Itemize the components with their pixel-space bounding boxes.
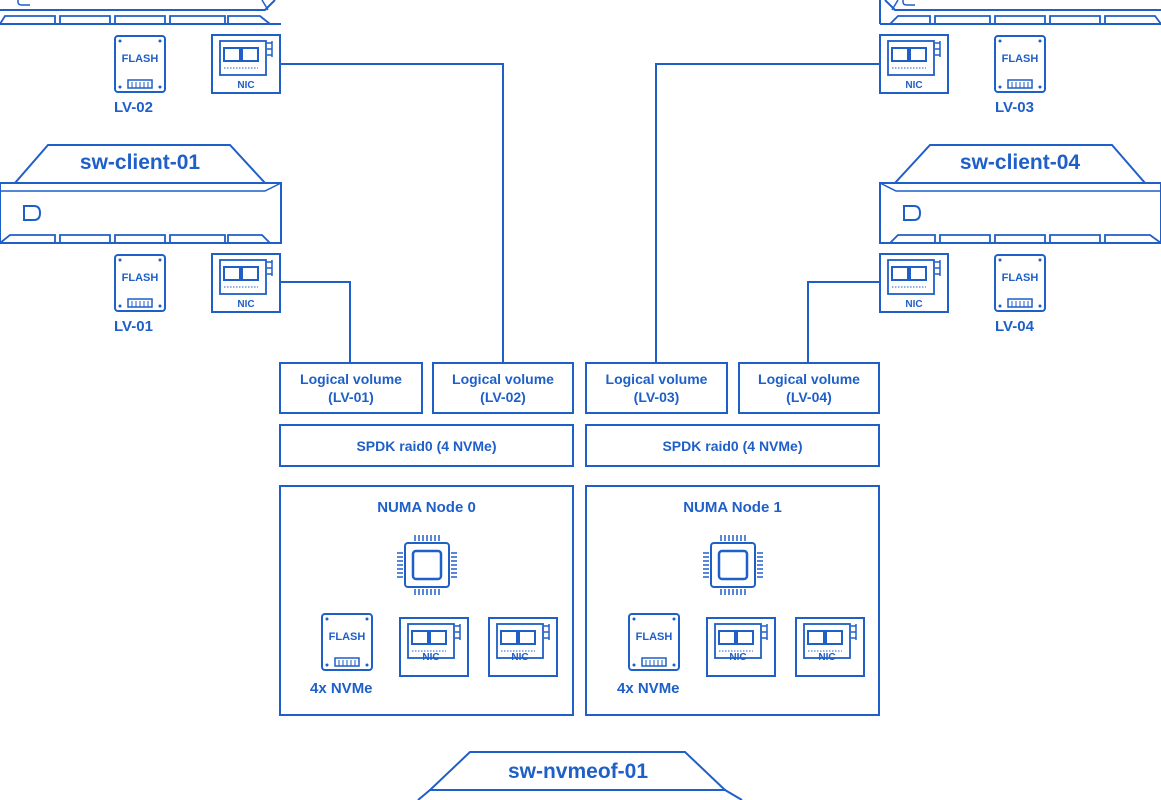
server-title-client-04: sw-client-04 xyxy=(959,151,1081,174)
client-volume-label: LV-02 xyxy=(114,99,153,116)
nic-icon xyxy=(488,617,558,677)
server-client-02-chassis xyxy=(0,0,281,25)
raid-box: SPDK raid0 (4 NVMe) xyxy=(279,424,574,467)
flash-icon-text: FLASH xyxy=(1002,272,1039,284)
logical-volume-id: (LV-02) xyxy=(480,389,526,405)
logical-volume-title: Logical volume xyxy=(605,371,708,387)
numa-node-title: NUMA Node 1 xyxy=(683,499,782,516)
logical-volume-id: (LV-04) xyxy=(786,389,832,405)
server-client-04-chassis xyxy=(879,144,1161,244)
server-client-03-chassis xyxy=(879,0,1161,25)
cpu-icon xyxy=(395,533,459,597)
logical-volume-id: (LV-03) xyxy=(633,389,680,405)
nic-icon xyxy=(399,617,469,677)
nic-icon-text: NIC xyxy=(237,80,254,91)
connector-lines xyxy=(280,63,880,362)
nic-icon-text: NIC xyxy=(905,80,922,91)
nic-icon-text: NIC xyxy=(511,652,528,663)
client-volume-label: LV-01 xyxy=(114,318,153,335)
server-nvmeof-01-chassis xyxy=(417,751,743,800)
flash-icon-text: FLASH xyxy=(122,53,159,65)
nic-icon-text: NIC xyxy=(422,652,439,663)
raid-box: SPDK raid0 (4 NVMe) xyxy=(585,424,880,467)
nic-icon-text: NIC xyxy=(905,299,922,310)
client-volume-label: LV-04 xyxy=(995,318,1034,335)
numa-node-title: NUMA Node 0 xyxy=(377,499,476,516)
nic-icon-text: NIC xyxy=(237,299,254,310)
flash-icon-text: FLASH xyxy=(636,631,673,643)
logical-volume-box: Logical volume (LV-01) xyxy=(279,362,423,414)
server-title-client-01: sw-client-01 xyxy=(79,151,201,174)
logical-volume-title: Logical volume xyxy=(452,371,554,387)
nic-icon-text: NIC xyxy=(729,652,746,663)
flash-icon-text: FLASH xyxy=(122,272,159,284)
server-title-nvmeof-01: sw-nvmeof-01 xyxy=(507,760,649,783)
logical-volume-title: Logical volume xyxy=(300,371,402,387)
nic-icon xyxy=(706,617,776,677)
numa-node-0: NUMA Node 0 xyxy=(279,485,574,716)
nvme-count-label: 4x NVMe xyxy=(617,680,680,697)
logical-volume-box: Logical volume (LV-03) xyxy=(585,362,728,414)
nvme-count-label: 4x NVMe xyxy=(310,680,373,697)
nic-icon xyxy=(795,617,865,677)
logical-volume-box: Logical volume (LV-04) xyxy=(738,362,880,414)
flash-icon-text: FLASH xyxy=(1002,53,1039,65)
numa-node-1: NUMA Node 1 xyxy=(585,485,880,716)
flash-icon-text: FLASH xyxy=(329,631,366,643)
client-volume-label: LV-03 xyxy=(995,99,1034,116)
logical-volume-title: Logical volume xyxy=(758,371,860,387)
cpu-icon xyxy=(701,533,765,597)
logical-volume-id: (LV-01) xyxy=(328,389,374,405)
nic-icon-text: NIC xyxy=(818,652,835,663)
server-client-01-chassis xyxy=(0,144,282,244)
logical-volume-box: Logical volume (LV-02) xyxy=(432,362,574,414)
